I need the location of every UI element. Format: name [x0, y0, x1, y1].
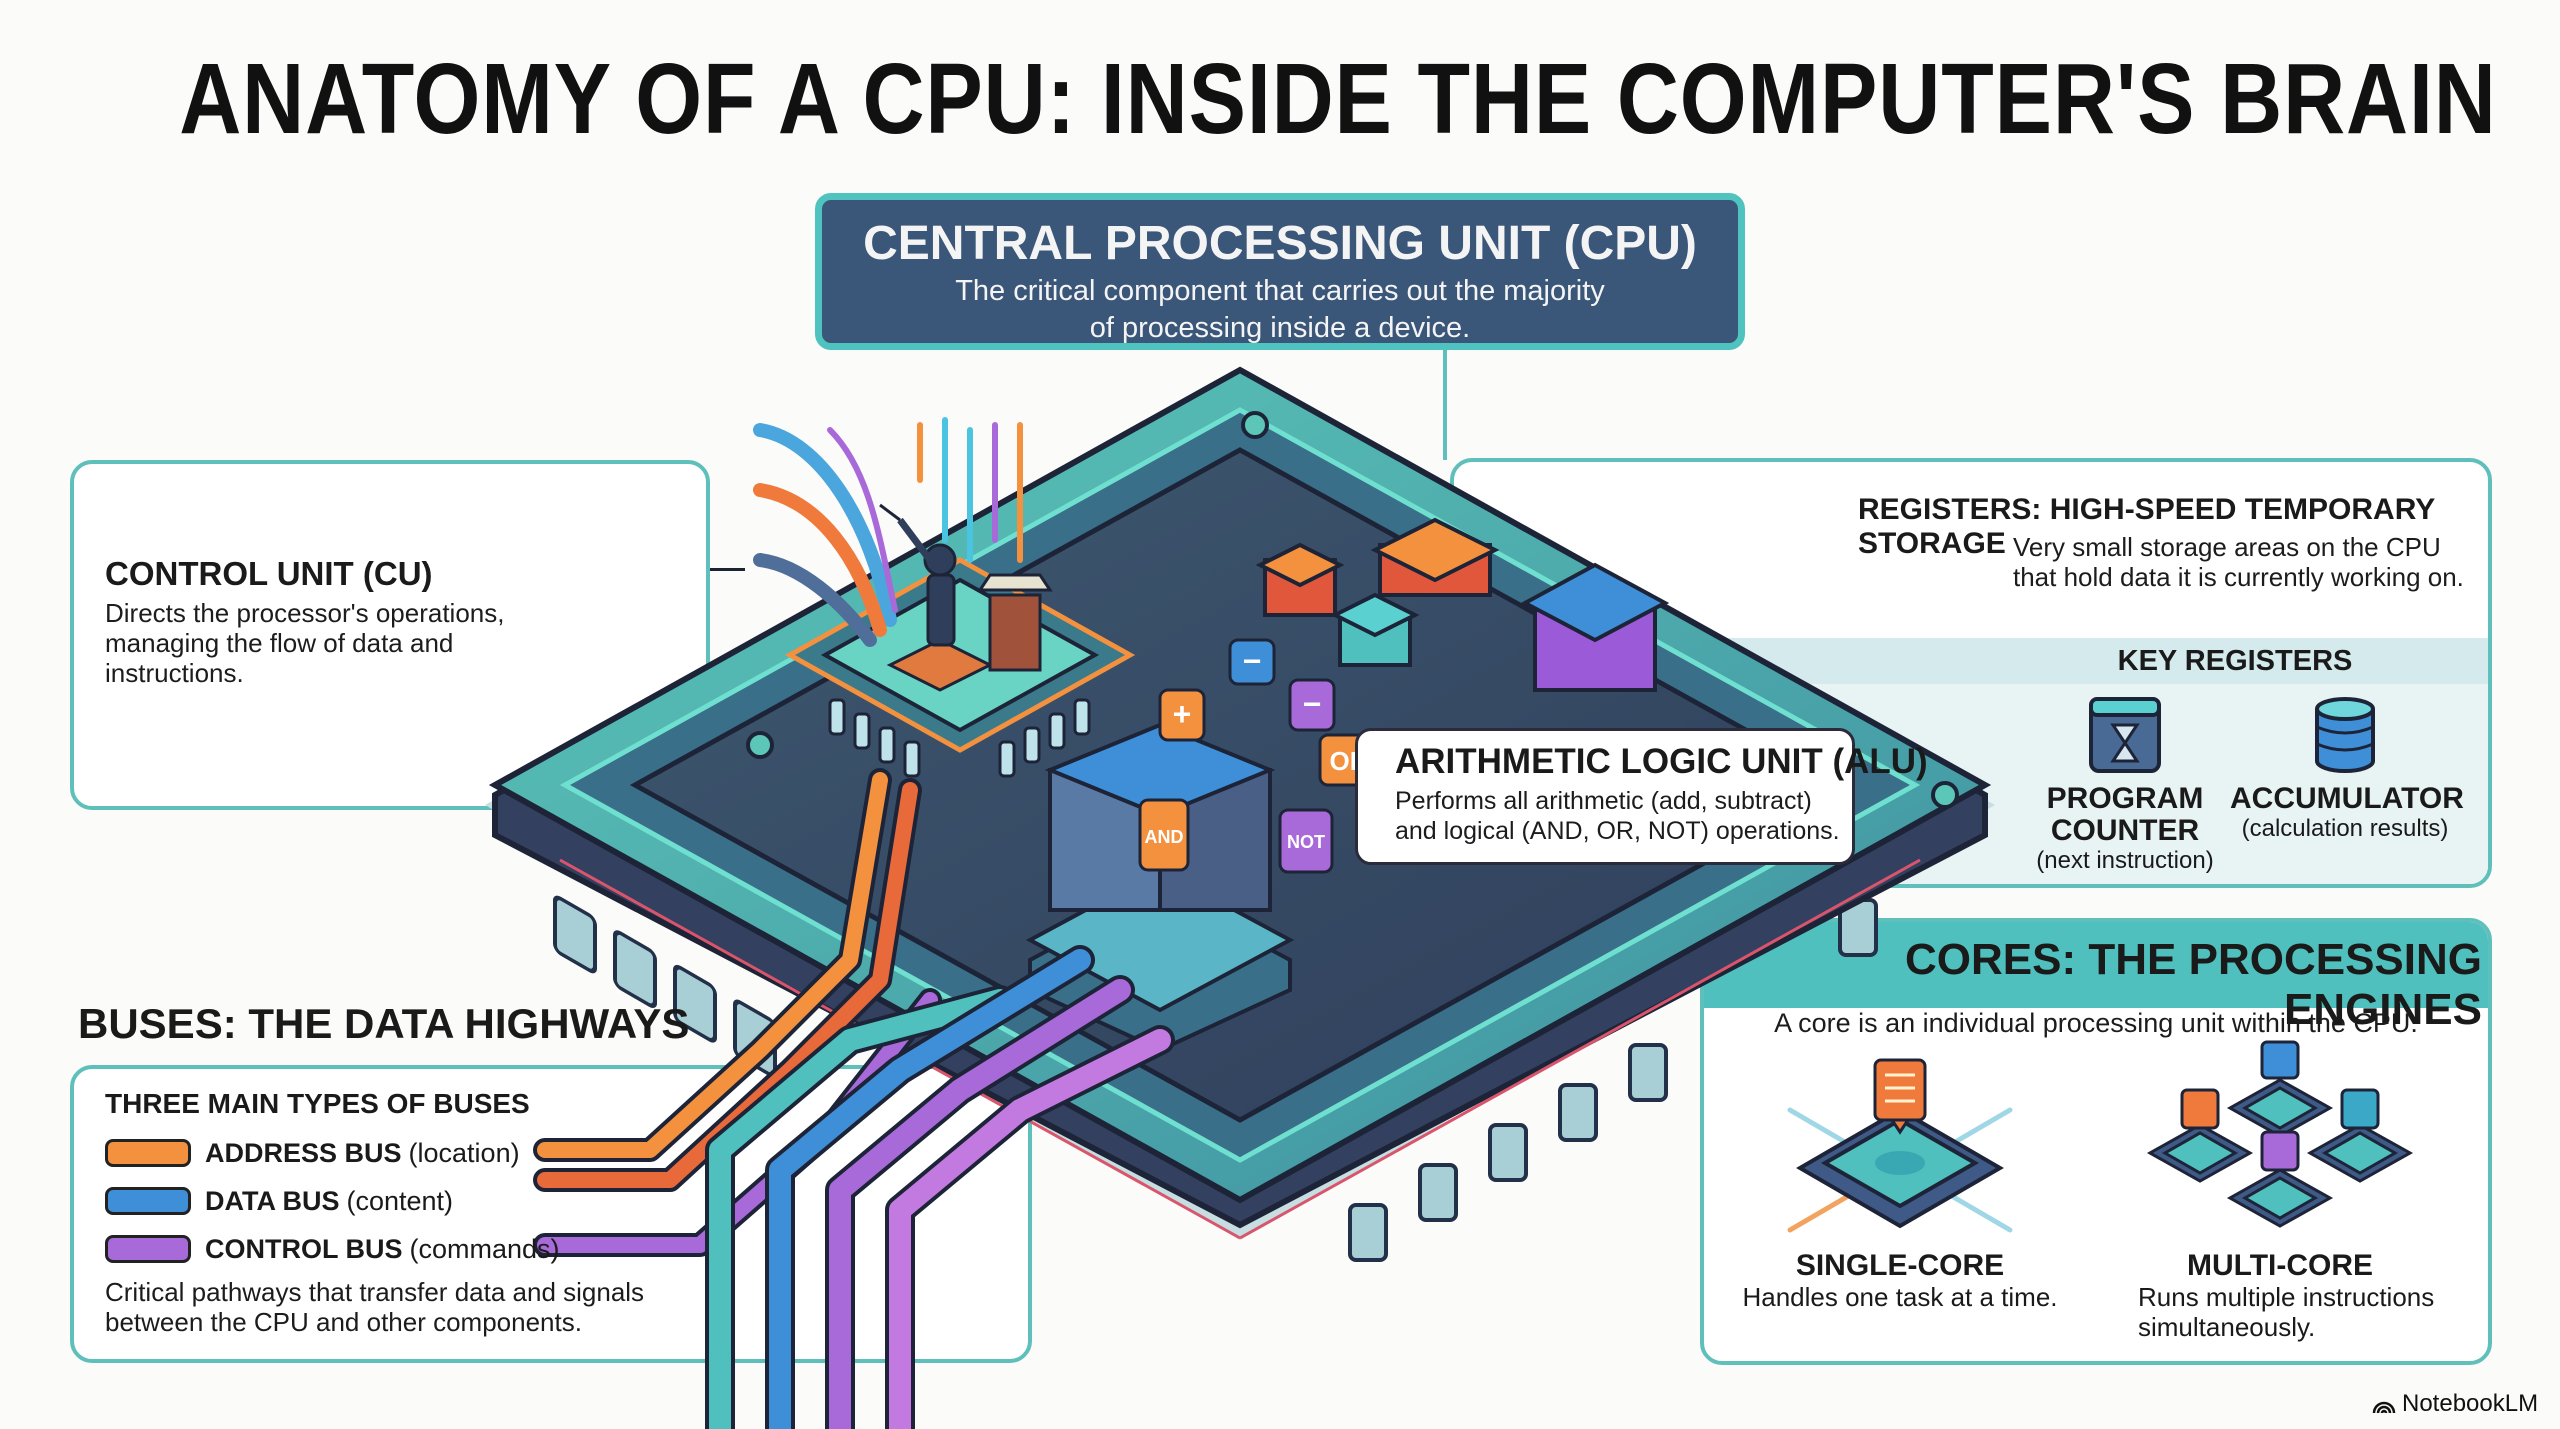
bus-detail: (location) [408, 1137, 520, 1168]
reg-desc-line: that hold data it is currently working o… [2013, 562, 2464, 592]
notebooklm-logo-icon [2372, 1401, 2396, 1414]
hourglass-icon [2089, 697, 2161, 773]
register-detail: (next instruction) [2036, 847, 2214, 874]
cpu-heading: CENTRAL PROCESSING UNIT (CPU) [863, 217, 1697, 270]
register-name: PROGRAM [2046, 782, 2204, 815]
single-core-item: SINGLE-CORE Handles one task at a time. [1730, 1050, 2070, 1312]
multi-core-item: MULTI-CORE Runs multiple instructions si… [2110, 1040, 2450, 1342]
alu-cube [1025, 722, 1295, 1053]
alu-desc-line: and logical (AND, OR, NOT) operations. [1395, 817, 1840, 845]
bus-wires [533, 768, 1175, 1429]
alu-description: Performs all arithmetic (add, subtract) … [1395, 786, 1840, 846]
registers-description: Very small storage areas on the CPU that… [2013, 532, 2464, 592]
data-bus-swatch [105, 1187, 191, 1215]
core-name: SINGLE-CORE [1795, 1249, 2005, 1282]
cores-heading: CORES: THE PROCESSING ENGINES [1905, 935, 2482, 1034]
control-unit-description: Directs the processor's operations, mana… [105, 598, 535, 688]
key-registers-heading: KEY REGISTERS [2117, 645, 2353, 677]
cpu-leader-line [1443, 350, 1447, 460]
watermark-text: NotebookLM [2402, 1390, 2539, 1417]
badge-plus: + [1173, 696, 1192, 732]
badge-minus: − [1243, 643, 1262, 679]
buses-desc-line: between the CPU and other components. [105, 1307, 582, 1337]
buses-heading: BUSES: THE DATA HIGHWAYS [78, 1000, 690, 1047]
bus-name: DATA BUS [205, 1185, 340, 1216]
register-detail: (calculation results) [2241, 815, 2449, 842]
bus-name: CONTROL BUS [205, 1233, 403, 1264]
bus-detail: (commands) [409, 1233, 560, 1264]
cpu-description-line-1: The critical component that carries out … [955, 275, 1605, 307]
cores-description: A core is an individual processing unit … [1774, 1008, 2418, 1038]
alu-desc-line: Performs all arithmetic (add, subtract) [1395, 787, 1812, 815]
register-accumulator: ACCUMULATOR (calculation results) [2230, 695, 2464, 843]
register-name: ACCUMULATOR [2230, 782, 2464, 815]
core-description: simultaneously. [2138, 1312, 2316, 1342]
registers-heading: REGISTERS: HIGH-SPEED TEMPORARY STORAGE [1858, 493, 2435, 560]
bus-detail: (content) [346, 1185, 454, 1216]
address-bus-swatch [105, 1139, 191, 1167]
buses-description: Critical pathways that transfer data and… [105, 1277, 644, 1337]
single-core-chip-icon [1787, 1058, 2013, 1233]
bus-legend-data: DATA BUS (content) [105, 1181, 453, 1221]
buses-subheading: THREE MAIN TYPES OF BUSES [105, 1088, 530, 1119]
cu-desc-line: managing the flow of data and [105, 628, 454, 658]
notebooklm-watermark: NotebookLM [2372, 1390, 2538, 1418]
core-description: Runs multiple instructions [2138, 1282, 2435, 1312]
control-unit-heading: CONTROL UNIT (CU) [105, 555, 433, 592]
bus-legend-control: CONTROL BUS (commands) [105, 1229, 560, 1269]
badge-not: NOT [1287, 832, 1325, 852]
database-icon [2315, 697, 2375, 773]
bus-name: ADDRESS BUS [205, 1137, 402, 1168]
core-description: Handles one task at a time. [1742, 1282, 2058, 1312]
cpu-description-line-2: of processing inside a device. [1089, 312, 1471, 344]
control-signal-ribbons [753, 423, 898, 647]
bus-legend-address: ADDRESS BUS (location) [105, 1133, 520, 1173]
control-signal-dashes [917, 417, 1023, 563]
buses-panel [70, 1065, 1032, 1363]
register-program-counter: PROGRAM COUNTER (next instruction) [2020, 695, 2230, 875]
core-name: MULTI-CORE [2186, 1249, 2374, 1282]
reg-desc-line: Very small storage areas on the CPU [2013, 532, 2441, 562]
cu-desc-line: Directs the processor's operations, [105, 598, 505, 628]
alu-callout [1355, 728, 1855, 865]
badge-and: AND [1145, 827, 1184, 847]
register-name: COUNTER [2050, 814, 2200, 847]
cu-desc-line: instructions. [105, 658, 244, 688]
cores-header-band [1704, 922, 2488, 1008]
buses-desc-line: Critical pathways that transfer data and… [105, 1277, 645, 1307]
control-bus-swatch [105, 1235, 191, 1263]
cpu-header-card: CENTRAL PROCESSING UNIT (CPU) The critic… [815, 193, 1745, 350]
alu-heading: ARITHMETIC LOGIC UNIT (ALU) [1395, 742, 1928, 781]
register-blocks [1255, 517, 1670, 692]
multi-core-chip-icon [2146, 1040, 2414, 1228]
page-title: ANATOMY OF A CPU: INSIDE THE COMPUTER'S … [179, 43, 2497, 155]
badge-minus-2: − [1303, 686, 1322, 722]
